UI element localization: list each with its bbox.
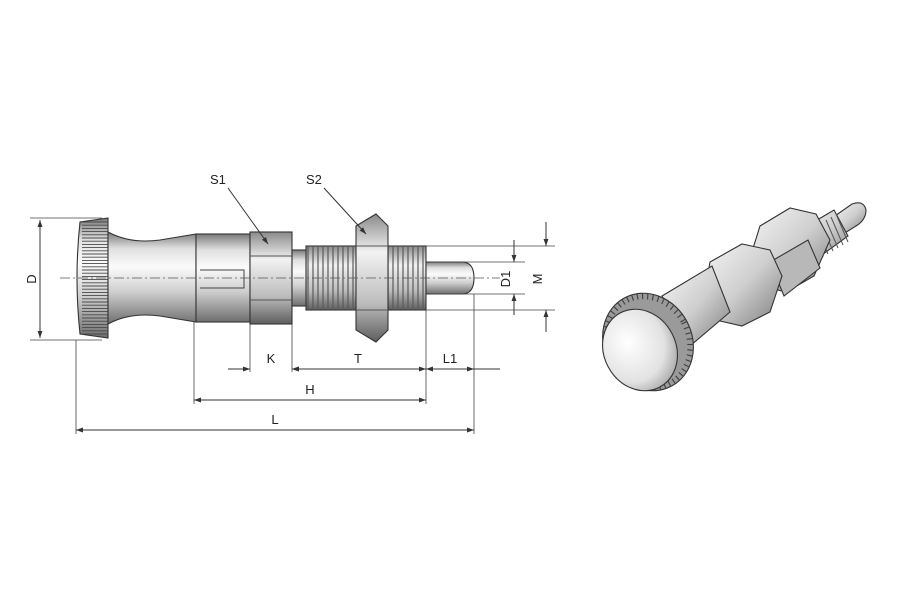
detail-line bbox=[677, 313, 683, 319]
detail-line bbox=[667, 380, 672, 387]
detail-line bbox=[681, 320, 688, 325]
detail-line bbox=[830, 216, 844, 246]
dim-label-h: H bbox=[305, 382, 314, 397]
dimensions: D D1 M S1 S2 K T L1 bbox=[24, 172, 555, 434]
detail-line bbox=[685, 332, 692, 335]
dim-label-l1: L1 bbox=[443, 351, 457, 366]
dim-label-d1: D1 bbox=[498, 271, 513, 288]
side-view bbox=[60, 213, 500, 343]
detail-line bbox=[651, 294, 654, 301]
detail-line bbox=[669, 304, 675, 311]
detail-line bbox=[685, 359, 692, 363]
dim-label-d: D bbox=[24, 274, 39, 283]
detail-line bbox=[686, 337, 693, 340]
detail-line bbox=[680, 318, 686, 323]
detail-line bbox=[678, 371, 684, 377]
dim-label-k: K bbox=[267, 351, 276, 366]
iso-knob-face bbox=[602, 308, 678, 392]
detail-line bbox=[675, 375, 681, 381]
detail-line bbox=[636, 293, 639, 300]
detail-line bbox=[683, 363, 690, 368]
dim-label-m: M bbox=[530, 274, 545, 285]
detail-line bbox=[687, 349, 694, 351]
detail-line bbox=[665, 301, 670, 307]
knob-knurl-lines bbox=[82, 221, 108, 335]
dim-label-l: L bbox=[271, 412, 278, 427]
detail-line bbox=[825, 219, 839, 249]
detail-line bbox=[673, 308, 679, 314]
dim-label-s1: S1 bbox=[210, 172, 226, 187]
dim-label-s2: S2 bbox=[306, 172, 322, 187]
sleeve-slot bbox=[200, 269, 245, 289]
detail-line bbox=[671, 378, 676, 385]
detail-line bbox=[631, 294, 635, 301]
detail-line bbox=[607, 315, 613, 319]
detail-line bbox=[626, 296, 630, 303]
dim-label-t: T bbox=[354, 351, 362, 366]
detail-line bbox=[621, 299, 626, 305]
detail-line bbox=[617, 302, 622, 308]
detail-line bbox=[686, 354, 693, 357]
detail-line bbox=[683, 326, 690, 330]
detail-line bbox=[656, 296, 660, 303]
detail-line bbox=[681, 368, 687, 373]
detail-line bbox=[835, 213, 849, 243]
isometric-view bbox=[602, 202, 867, 392]
detail-line bbox=[613, 306, 619, 311]
detail-line bbox=[609, 310, 616, 315]
detail-line bbox=[661, 298, 665, 305]
